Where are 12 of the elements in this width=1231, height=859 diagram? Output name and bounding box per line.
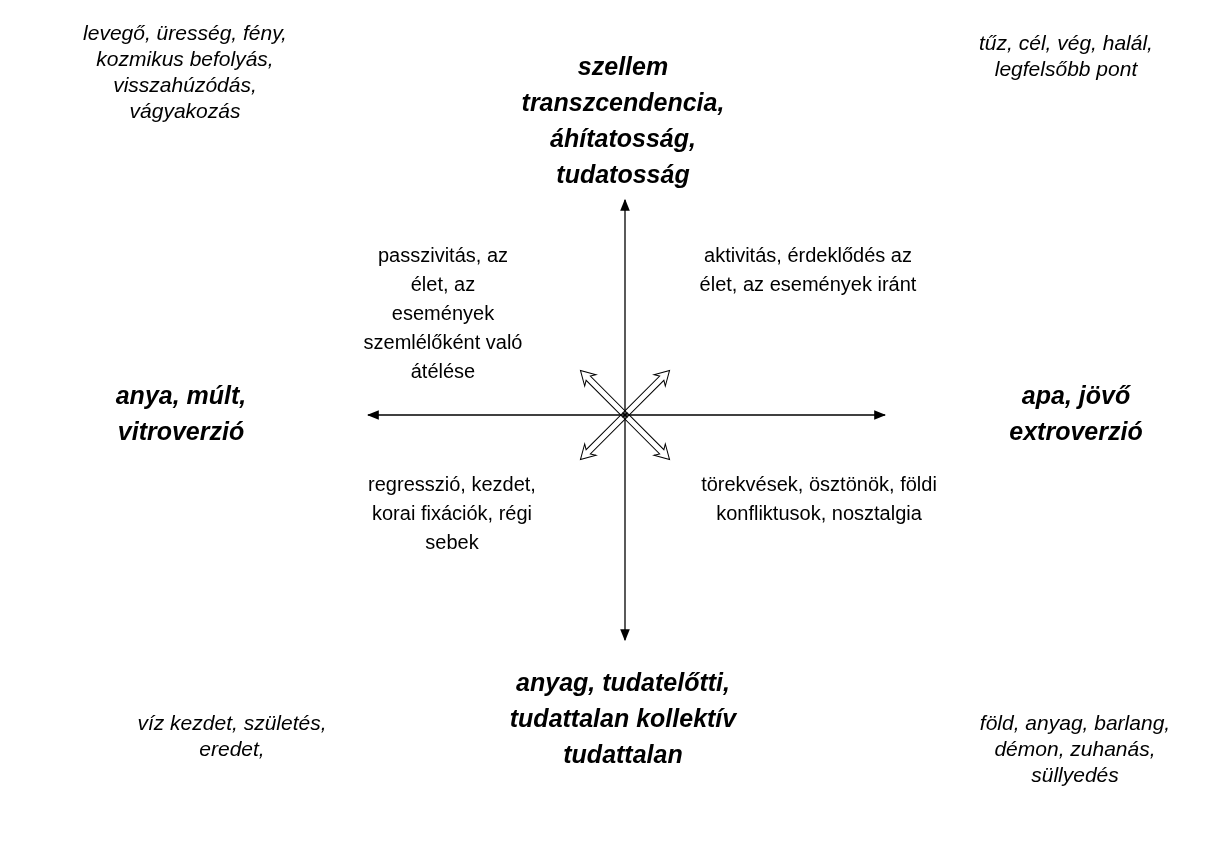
concept-text: anyag, tudatelőtti, tudattalan kollektív tudattalan [508,667,738,770]
concept-text: regresszió, kezdet, korai fixációk, régi sebek [367,472,537,555]
concept-text: apa, jövő extroverzió [1008,380,1144,447]
concept-text: víz kezdet, születés, eredet, [137,710,327,762]
concept-text: törekvések, ösztönök, földi konfliktusok, nosztalgia [700,472,938,526]
concept-text: passzivitás, az élet, az események szemlélőként való átélése [362,243,524,384]
concept-text: levegő, üresség, fény, kozmikus befolyás, visszahúzódás, vágyakozás [82,20,288,124]
concept-text: anya, múlt, vitroverzió [114,380,248,447]
concept-text: aktivitás, érdeklődés az élet, az események iránt [698,243,918,297]
concept-text: föld, anyag, barlang, démon, zuhanás, süllyedés [978,710,1172,788]
concept-text: tűz, cél, vég, halál, legfelsőbb pont [978,30,1154,82]
concept-text: szellem transzcendencia, áhítatosság, tudatosság [520,51,726,190]
